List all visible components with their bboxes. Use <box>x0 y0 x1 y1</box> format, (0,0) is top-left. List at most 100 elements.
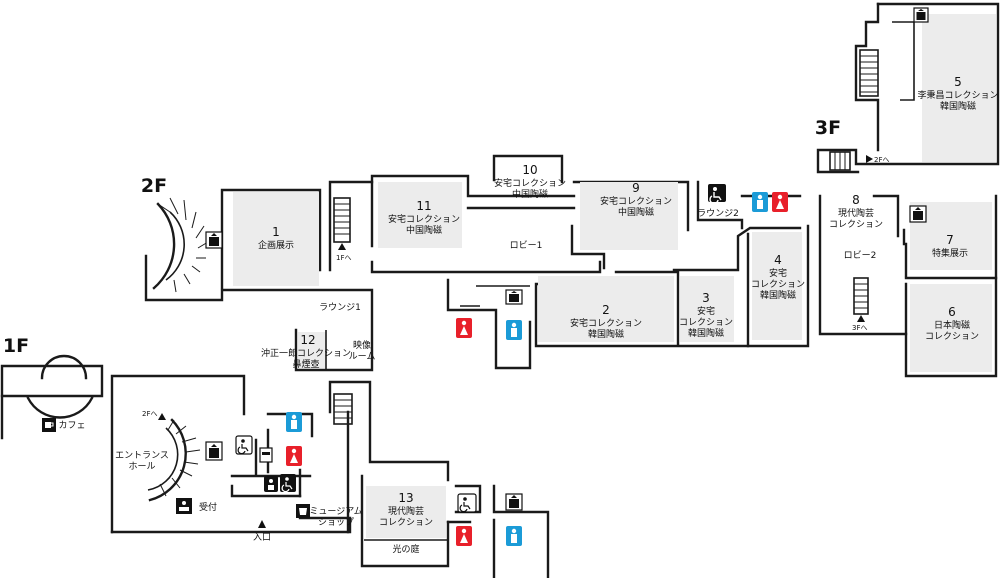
female-restroom-icon <box>456 526 472 546</box>
lobby-2-label: ロビー2 <box>844 250 877 261</box>
room-name: 中国陶磁 <box>406 224 442 236</box>
room-name: 日本陶磁 <box>934 319 970 331</box>
room-name: コレクション <box>379 517 433 528</box>
room-number: 3 <box>702 291 710 305</box>
courtyard-label: 光の庭 <box>392 543 419 555</box>
room-number: 7 <box>946 233 954 247</box>
room-name: 現代陶芸 <box>838 207 874 219</box>
reception-icon <box>176 498 192 514</box>
lobby-1-label: ロビー1 <box>510 240 543 251</box>
stair-label: 2Fへ <box>142 410 157 418</box>
stair-2f-left <box>333 197 351 243</box>
stair-3f <box>859 49 879 97</box>
room-name: 韓国陶磁 <box>940 100 976 112</box>
male-restroom-icon <box>506 320 522 340</box>
room-9[interactable] <box>580 182 678 250</box>
room-name: 安宅 <box>697 305 715 317</box>
room-name: コレクション <box>751 279 805 290</box>
floor-label-3f: 3F <box>815 117 841 139</box>
room-name: コレクション <box>925 331 979 342</box>
room-name: 企画展示 <box>258 239 294 251</box>
cafe-icon <box>42 418 56 432</box>
room-6[interactable] <box>910 284 992 372</box>
room-number: 4 <box>774 253 782 267</box>
room-name: 現代陶芸 <box>388 505 424 517</box>
floor-2f <box>144 154 998 378</box>
room-12[interactable] <box>298 332 326 368</box>
elevator-icon <box>505 493 523 511</box>
room-5[interactable] <box>922 14 996 162</box>
room-name: 中国陶磁 <box>512 188 548 200</box>
room-name: 韓国陶磁 <box>688 327 724 339</box>
room-1[interactable] <box>233 192 319 286</box>
room-number: 6 <box>948 305 956 319</box>
stair-2f-right <box>853 277 869 315</box>
museum-shop-label: ミュージアム <box>309 506 362 517</box>
room-number: 13 <box>398 491 413 505</box>
entrance-label: 入口 <box>253 532 271 543</box>
room-name: 中国陶磁 <box>618 206 654 218</box>
up-arrow-icon <box>338 243 346 250</box>
spiral-stair-2f <box>152 197 209 293</box>
lounge-2-label: ラウンジ2 <box>697 208 739 219</box>
room-name: 安宅 <box>769 267 787 279</box>
room-name: 韓国陶磁 <box>588 328 624 340</box>
up-arrow-icon <box>857 315 865 322</box>
shop-icon <box>296 504 310 518</box>
elevator-icon <box>205 231 223 249</box>
room-number: 1 <box>272 225 280 239</box>
male-restroom-icon <box>752 192 768 212</box>
stair-label: 2Fへ <box>874 156 889 164</box>
floor-1f <box>0 354 550 578</box>
room-number: 12 <box>300 333 315 347</box>
nursing-room-icon <box>264 476 278 492</box>
room-number: 2 <box>602 303 610 317</box>
female-restroom-icon <box>456 318 472 338</box>
room-2[interactable] <box>538 276 674 342</box>
stair-label: 3Fへ <box>852 324 867 332</box>
room-number: 8 <box>852 193 860 207</box>
reception-label: 受付 <box>199 501 217 513</box>
room-3[interactable] <box>680 276 734 342</box>
elevator-icon <box>505 289 523 305</box>
floor-label-1f: 1F <box>3 335 29 357</box>
museum-shop-label: ショップ <box>318 517 354 528</box>
room-name: 安宅コレクション <box>570 317 642 329</box>
room-name: 安宅コレクション <box>494 177 566 189</box>
male-restroom-icon <box>506 526 522 546</box>
elevator-icon <box>909 205 927 223</box>
video-room-label: ルーム <box>349 351 376 362</box>
female-restroom-icon <box>286 446 302 466</box>
accessible-restroom-icon <box>280 474 296 493</box>
elevator-icon <box>205 441 223 461</box>
room-number: 10 <box>522 163 537 177</box>
up-arrow-icon <box>158 413 166 420</box>
room-name: 安宅コレクション <box>600 195 672 207</box>
room-name: 鼻煙壺 <box>292 358 319 370</box>
video-room-label: 映像 <box>353 339 371 351</box>
locker-icon <box>259 447 273 463</box>
room-4[interactable] <box>752 232 802 340</box>
accessible-restroom-icon <box>235 435 253 455</box>
female-restroom-icon <box>772 192 788 212</box>
stair-1f <box>333 393 353 425</box>
entrance-hall-label: エントランス <box>115 450 169 461</box>
entrance-hall-label: ホール <box>128 461 155 472</box>
room-name: 韓国陶磁 <box>760 289 796 301</box>
room-name: 安宅コレクション <box>388 213 460 225</box>
elevator-icon <box>913 7 929 23</box>
room-number: 9 <box>632 181 640 195</box>
accessible-restroom-icon <box>457 493 477 513</box>
room-number: 11 <box>416 199 431 213</box>
right-arrow-icon <box>866 155 873 163</box>
stair-3f-lower <box>829 151 851 171</box>
floor-3f <box>816 2 1000 174</box>
room-name: コレクション <box>829 219 883 230</box>
entrance-arrow-icon <box>258 520 266 528</box>
floor-label-2f: 2F <box>141 175 167 197</box>
room-11[interactable] <box>378 182 462 248</box>
cafe-label: カフェ <box>58 420 85 431</box>
room-name: 李秉昌コレクション <box>917 89 998 101</box>
room-13[interactable] <box>366 486 446 538</box>
